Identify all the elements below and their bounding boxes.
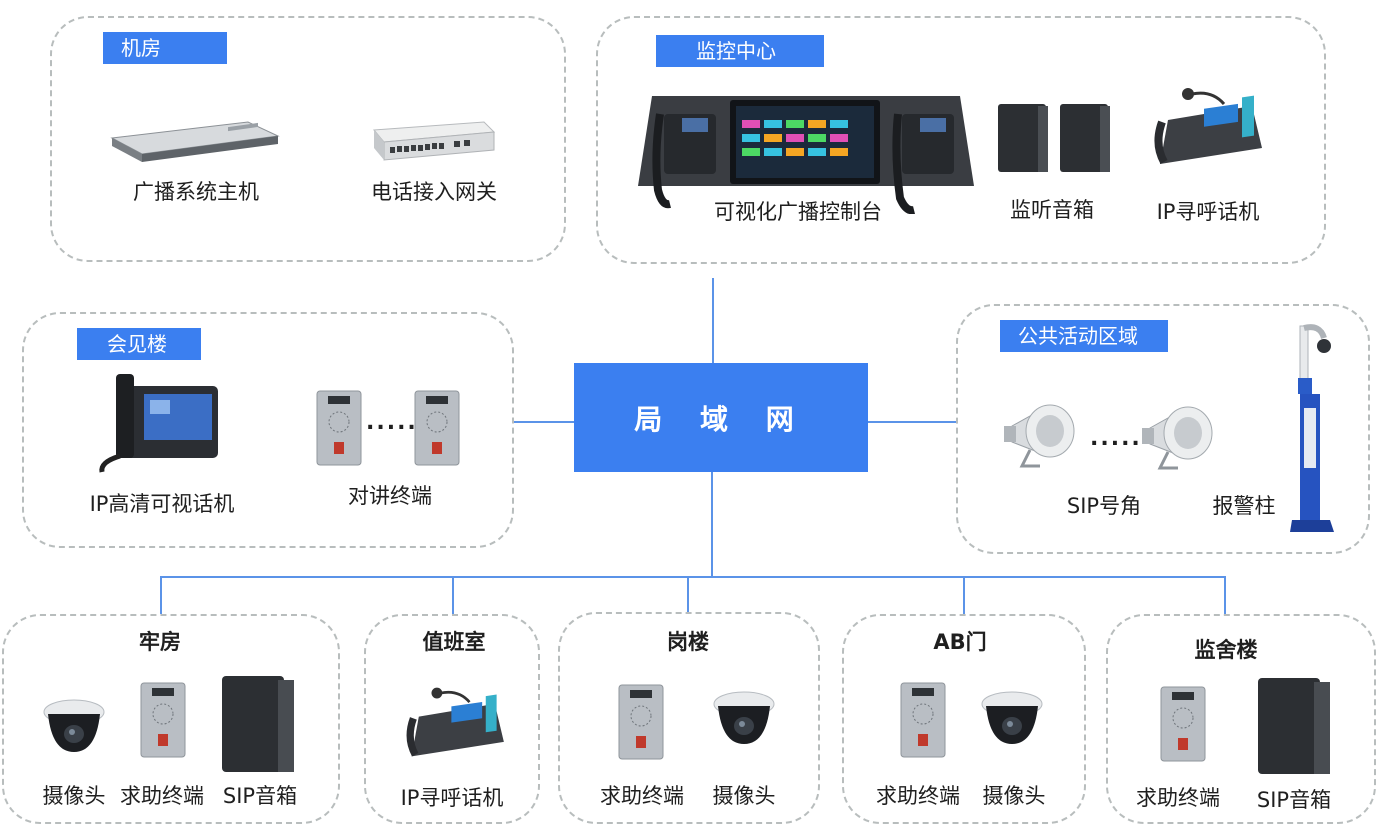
label-ip-paging-phone: IP寻呼话机 [1156,200,1260,224]
label-broadcast-console: 可视化广播控制台 [714,200,882,224]
intercom-terminal-icon-2 [414,390,460,466]
monitor-speaker-icon [998,104,1110,172]
help-terminal-icon-watchtower [618,684,664,760]
help-terminal-icon-ab-gate [900,682,946,758]
camera-icon-watchtower [713,691,775,744]
horn-ellipsis: ..... [1090,426,1142,451]
drop-ab-gate [963,576,965,614]
help-terminal-icon-dorm [1160,686,1206,762]
intercom-terminal-icon-1 [316,390,362,466]
label-monitor-speaker: 监听音箱 [1010,198,1094,222]
zone-ab-gate [842,614,1086,824]
sip-horn-icon-1 [1004,404,1075,468]
label-sip-speaker-dorm: SIP音箱 [1256,788,1332,812]
link-public-area [868,421,956,423]
label-ip-paging-phone-duty: IP寻呼话机 [400,786,504,810]
label-intercom-terminal: 对讲终端 [348,484,432,508]
label-camera-cell: 摄像头 [42,784,106,808]
sip-speaker-icon-cell [222,676,294,772]
zone-title-cell: 牢房 [139,630,181,654]
zone-title-server-room: 机房 [103,32,227,64]
drop-dorm [1224,576,1226,614]
camera-icon-ab-gate [981,691,1043,744]
label-sip-horn: SIP号角 [1066,494,1142,518]
drop-watchtower [687,576,689,612]
ip-paging-phone-icon [1154,88,1262,164]
zone-title-monitor-center: 监控中心 [656,35,824,67]
hd-video-phone-icon [99,374,218,473]
phone-gateway-icon [372,121,496,161]
broadcast-console-icon [638,96,974,214]
link-meeting-building [514,421,574,423]
alarm-pillar-icon [1290,324,1334,532]
intercom-ellipsis: ..... [366,410,418,435]
label-alarm-pillar: 报警柱 [1212,494,1276,518]
drop-duty-room [452,576,454,614]
label-phone-gateway: 电话接入网关 [371,180,497,204]
label-help-terminal-watchtower: 求助终端 [600,784,684,808]
drop-cell [160,576,162,614]
zone-title-duty-room: 值班室 [422,630,486,654]
lan-hub: 局 域 网 [574,363,868,472]
zone-monitor-center [596,16,1326,264]
zone-duty-room [364,614,540,824]
link-monitor-center [712,278,714,363]
zone-title-watchtower: 岗楼 [667,630,709,654]
label-camera-ab-gate: 摄像头 [982,784,1046,808]
sip-horn-icon-2 [1142,406,1213,470]
zone-meeting-building [22,312,514,548]
label-hd-video-phone: IP高清可视话机 [89,492,235,516]
zone-title-public-area: 公共活动区域 [1000,320,1168,352]
link-down-trunk [711,472,713,576]
zone-title-dorm: 监舍楼 [1194,638,1258,662]
zone-title-meeting-building: 会见楼 [77,328,201,360]
help-terminal-icon-cell [140,682,186,758]
label-help-terminal-dorm: 求助终端 [1136,786,1220,810]
zone-server-room [50,16,566,262]
zone-cell [2,614,340,824]
zone-dorm [1106,614,1376,824]
sip-speaker-icon-dorm [1258,678,1330,774]
zone-watchtower [558,612,820,824]
ip-paging-phone-icon-duty [406,687,504,757]
label-sip-speaker-cell: SIP音箱 [222,784,298,808]
bus-bottom [160,576,1226,578]
camera-icon-cell [43,699,105,752]
broadcast-host-icon [110,121,280,162]
zone-public-area [956,304,1370,554]
label-camera-watchtower: 摄像头 [712,784,776,808]
label-broadcast-host: 广播系统主机 [133,180,259,204]
label-help-terminal-ab-gate: 求助终端 [876,784,960,808]
label-help-terminal-cell: 求助终端 [120,784,204,808]
zone-title-ab-gate: AB门 [933,630,987,654]
